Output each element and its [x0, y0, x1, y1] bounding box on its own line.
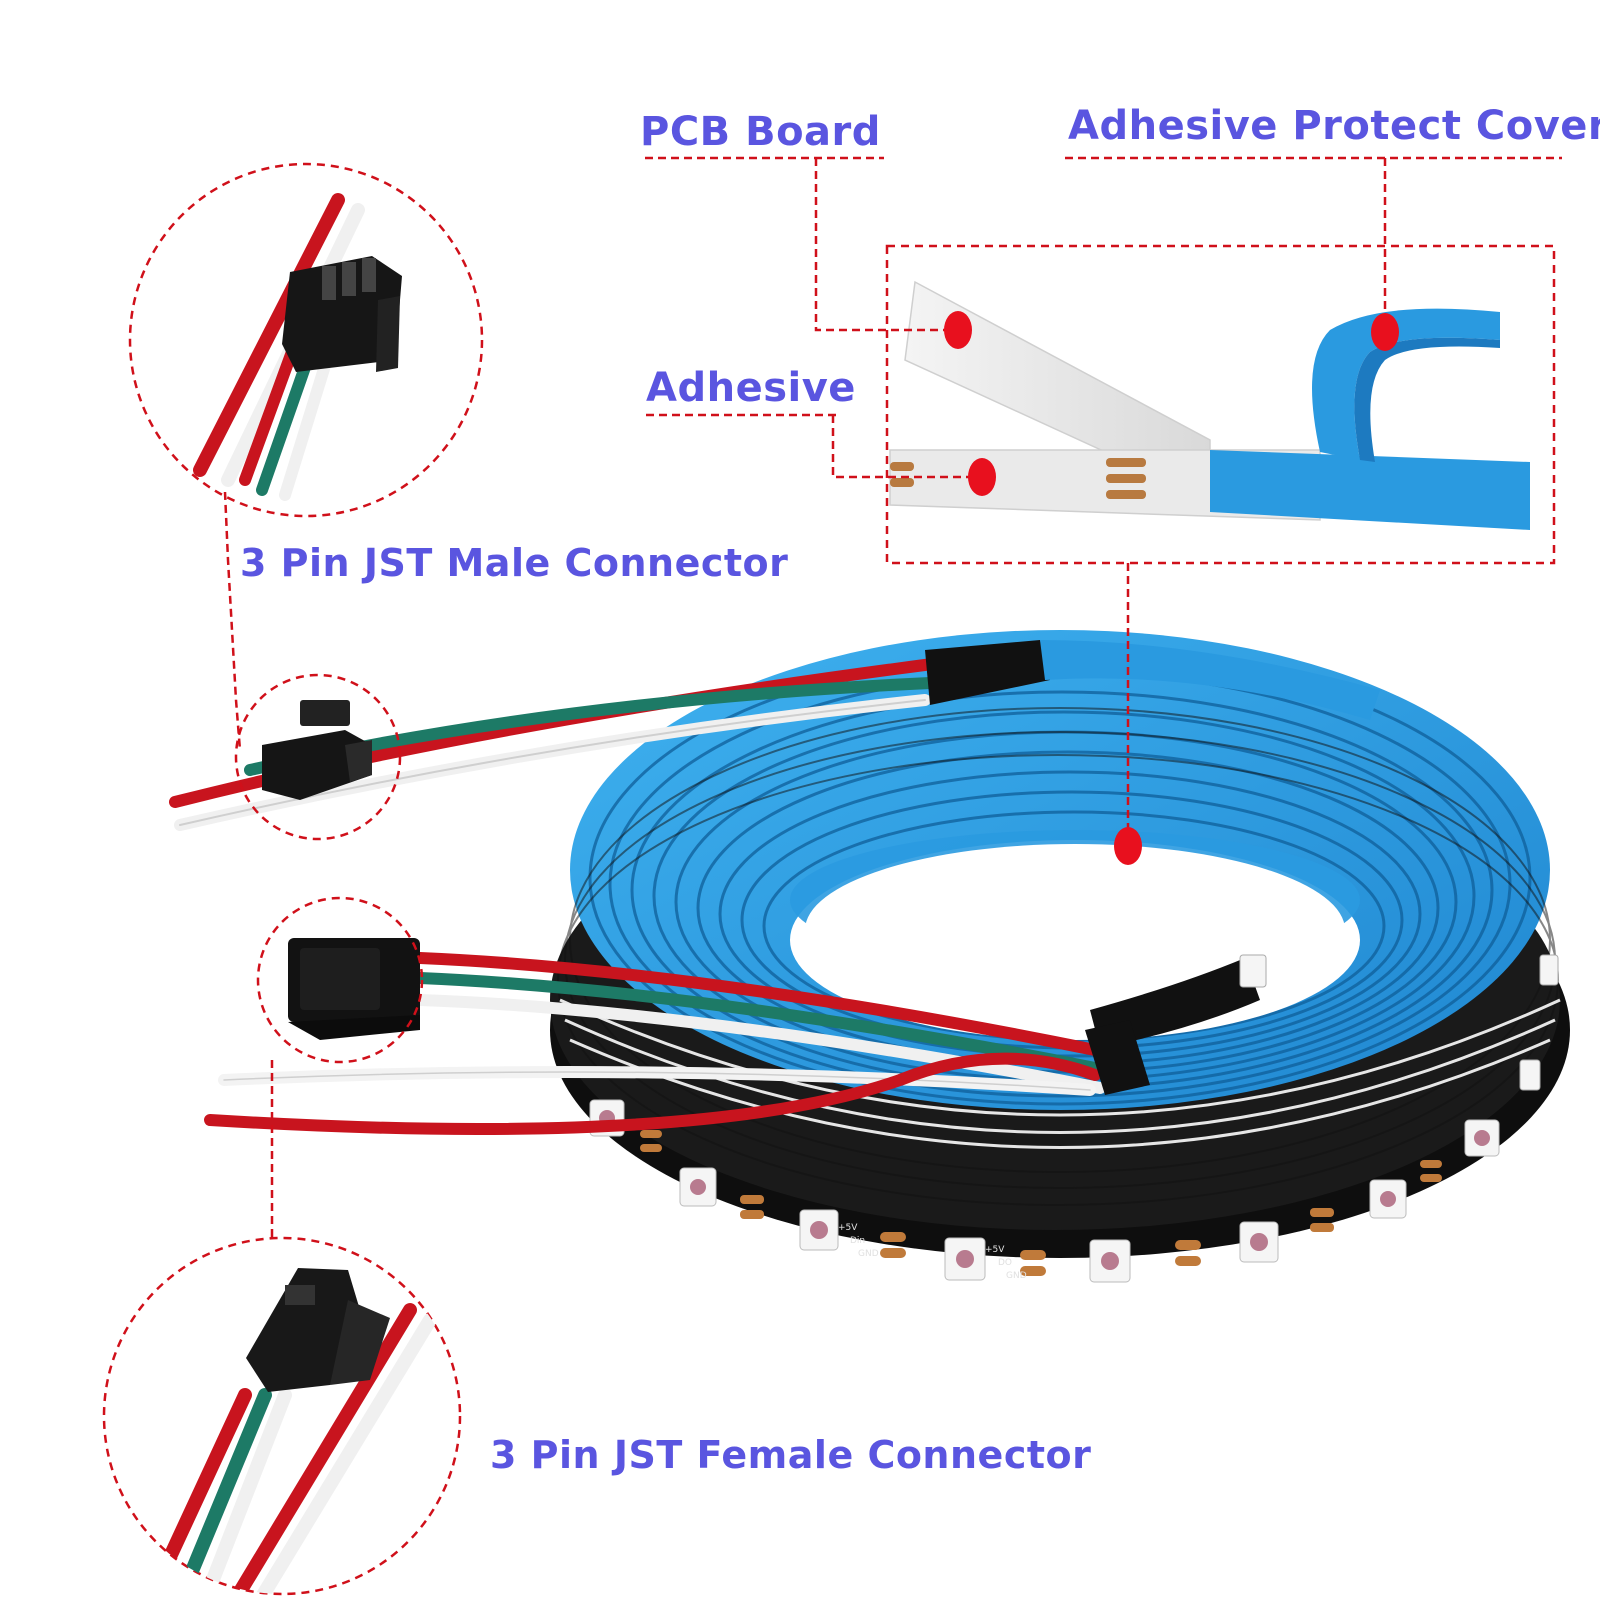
callout-circles [102, 162, 484, 1596]
protect-cover-curl [1312, 308, 1500, 460]
output-wires [204, 952, 1106, 1135]
protect-cover-flat [1210, 450, 1530, 530]
pad-label-in: Din [850, 1236, 865, 1246]
heat-shrink-top [925, 640, 1050, 705]
reel-marker [1114, 827, 1142, 865]
protect-cover-marker [1371, 313, 1399, 351]
adhesive-marker [968, 458, 996, 496]
heat-shrink [1090, 958, 1260, 1048]
female-connector-zoom [143, 1268, 437, 1594]
pcb-board-label: PCB Board [640, 109, 881, 155]
jst-male-connector-icon [262, 700, 372, 800]
pad-label-out: GND [1006, 1271, 1027, 1281]
adhesive-inset [885, 244, 1556, 565]
marker-dots [944, 311, 1399, 865]
adhesive-protect-cover-label: Adhesive Protect Cover [1068, 103, 1600, 149]
inset-frame [885, 244, 1556, 565]
jst-female-connector-icon [288, 938, 420, 1040]
male-connector-label: 3 Pin JST Male Connector [240, 541, 789, 585]
pad-label-in: +5V [838, 1223, 858, 1233]
adhesive-label: Adhesive [646, 365, 856, 411]
female-connector-label: 3 Pin JST Female Connector [490, 1433, 1092, 1477]
male-connector-zoom [193, 193, 402, 501]
pad-label-out: +5V [985, 1245, 1005, 1255]
female-connector-body [246, 1268, 390, 1392]
pad-label-in: GND [858, 1249, 879, 1259]
pad-label-out: DO [998, 1258, 1012, 1268]
led-strip-reel-icon: +5V Din GND +5V DO GND [550, 630, 1570, 1283]
male-connector-body [282, 256, 402, 372]
pcb-board-marker [944, 311, 972, 349]
leader-lines [223, 156, 1562, 1238]
